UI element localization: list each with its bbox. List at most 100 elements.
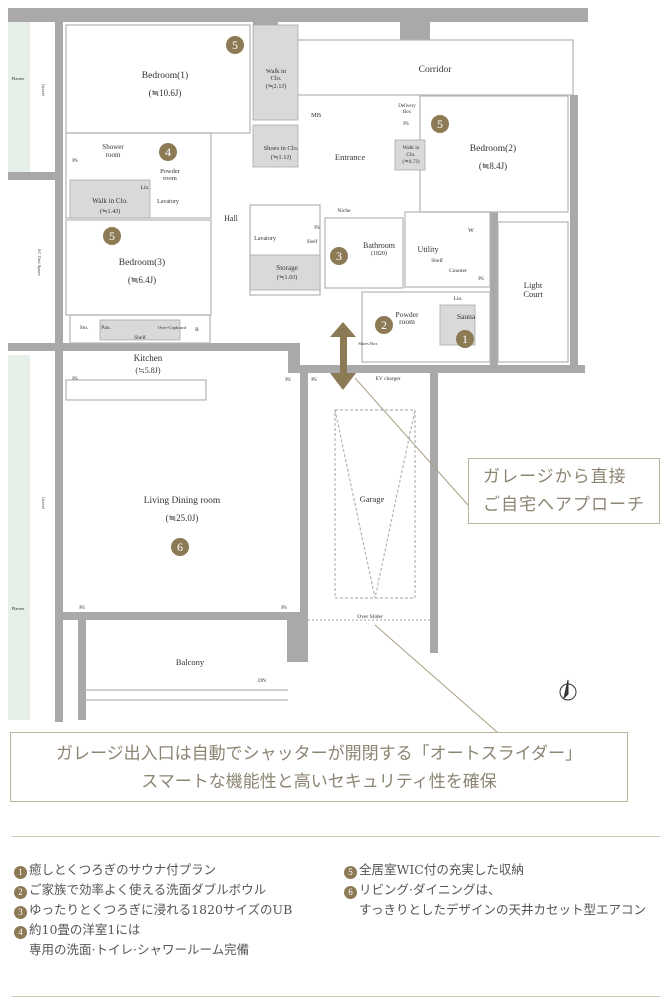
badge-icon: 2 <box>14 886 27 899</box>
room-size: (≒25.0J) <box>166 513 199 523</box>
room-label: Gravel <box>41 497 46 510</box>
room-label: room <box>163 175 177 182</box>
room-label: Bathroom <box>363 241 396 250</box>
divider <box>12 996 660 997</box>
svg-text:2: 2 <box>381 318 387 332</box>
svg-text:5: 5 <box>232 38 238 52</box>
room-label: Shelf <box>431 257 443 264</box>
room-label: Corridor <box>419 65 453 75</box>
legend-text: ゆったりとくつろぎに浸れる1820サイズのUB <box>29 902 293 917</box>
legend-text: リビング·ダイニングは、 <box>359 882 501 897</box>
closets <box>69 24 476 346</box>
auto-slider-callout: ガレージ出入口は自動でシャッターが開閉する「オートスライダー」 スマートな機能性… <box>10 732 628 802</box>
room-label: Hall <box>224 214 239 223</box>
badge-icon: 5 <box>344 866 357 879</box>
room-label: Sto. <box>80 325 89 331</box>
room-label: Walk in <box>266 68 287 75</box>
room-label: Walk in <box>402 145 419 151</box>
room-label: Shoes in Clo. <box>264 145 299 152</box>
room-size: (≒6.4J) <box>128 275 156 285</box>
room-label: Shelf <box>134 334 146 341</box>
room-label: PS <box>72 377 78 382</box>
room-label: Bedroom(3) <box>119 257 165 268</box>
room-size: (≒0.7J) <box>402 158 419 165</box>
room-size: (≒10.6J) <box>149 88 182 98</box>
room-label: Shelf <box>307 240 318 245</box>
legend-text: 約10畳の洋室1には <box>29 922 141 937</box>
room-label: MB <box>311 112 322 119</box>
room-label: Powder <box>160 168 181 175</box>
room-label: Planter <box>12 606 25 611</box>
legend-text-cont: すっきりとしたデザインの天井カセット型エアコン <box>359 902 647 917</box>
garage-access-callout: ガレージから直接 ご自宅へアプローチ <box>468 458 660 524</box>
room-label: AC Unit Space <box>37 248 42 275</box>
badge-icon: 1 <box>14 866 27 879</box>
legend-text: ご家族で効率よく使える洗面ダブルボウル <box>29 882 267 897</box>
room-label: Court <box>523 289 543 299</box>
room-label: EV charger <box>376 376 401 382</box>
room-label: Over Slider <box>357 614 383 620</box>
room-label: room <box>106 151 121 159</box>
room-label: Pan. <box>101 325 111 331</box>
feature-badges: 5 5 4 5 3 2 1 6 <box>103 36 474 556</box>
svg-text:6: 6 <box>177 540 183 554</box>
svg-text:1: 1 <box>462 332 468 346</box>
room-label: Delivery <box>398 104 416 109</box>
room-label: Lavatory <box>254 236 276 242</box>
room-label: Bedroom(2) <box>470 143 516 154</box>
svg-text:5: 5 <box>437 117 443 131</box>
room-label: room <box>399 317 415 326</box>
room-label: PS <box>314 226 320 231</box>
callout-line: スマートな機能性と高いセキュリティ性を確保 <box>141 772 497 792</box>
room-label: DN <box>258 678 266 684</box>
legend-text: 癒しとくつろぎのサウナ付プラン <box>29 862 217 877</box>
badge-icon: 6 <box>344 886 357 899</box>
room-label: Shoes Box <box>358 341 378 346</box>
room-size: (1820) <box>371 250 387 257</box>
room-label: Light <box>524 280 543 290</box>
room-label: Walk in Clo. <box>92 197 128 205</box>
room-label: Balcony <box>176 657 205 667</box>
room-label: W <box>468 228 474 234</box>
legend-text: 全居室WIC付の充実した収納 <box>359 862 524 877</box>
svg-text:5: 5 <box>109 229 115 243</box>
room-label: Planter <box>12 76 25 81</box>
room-label: PS <box>478 277 484 282</box>
legend-text-cont: 専用の洗面·トイレ·シャワールーム完備 <box>29 942 250 957</box>
room-size: (≒1.4J) <box>100 208 120 215</box>
room-label: R <box>195 327 199 333</box>
divider <box>12 836 660 837</box>
room-label: Niche <box>337 208 351 214</box>
callout-line: ご自宅へアプローチ <box>483 495 645 515</box>
room-label: PS <box>72 159 78 164</box>
room-size: (≒1.1J) <box>271 154 291 161</box>
room-label: PS <box>403 122 409 127</box>
planter-area <box>8 355 30 720</box>
room-label: Lin. <box>453 296 463 302</box>
room-label: Bedroom(1) <box>142 70 188 81</box>
room-label: PS <box>79 606 85 611</box>
callout-line: ガレージから直接 <box>483 467 627 487</box>
room-size: (≒1.0J) <box>277 274 297 281</box>
room-label: Sauna <box>457 312 476 321</box>
callout-line: ガレージ出入口は自動でシャッターが開閉する「オートスライダー」 <box>56 744 582 764</box>
room-label: Kitchen <box>134 353 163 363</box>
room-label: Garage <box>360 494 385 504</box>
badge-icon: 4 <box>14 926 27 939</box>
room-label: Storage <box>276 264 297 272</box>
room-label: Living Dining room <box>144 496 221 506</box>
room-label: PS <box>285 378 291 383</box>
badge-icon: 3 <box>14 906 27 919</box>
room-size: (≒2.1J) <box>266 83 286 90</box>
callout-leaders <box>354 377 498 733</box>
room-label: Lavatory <box>157 199 179 205</box>
room-label: Gravel <box>41 84 46 97</box>
